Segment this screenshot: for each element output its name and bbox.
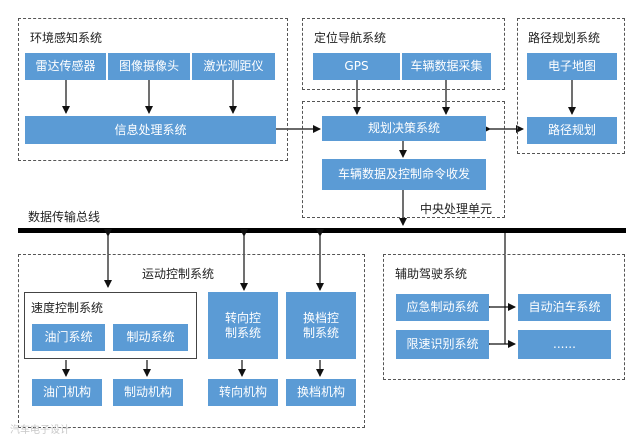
watermark: 汽车电子设计 [10,425,70,436]
motion-control-group-label: 运动控制系统 [142,267,215,281]
emap-box: 电子地图 [527,53,617,80]
assisted-driving-group-label: 辅助驾驶系统 [395,267,468,281]
speed-control-group [24,292,197,359]
motion-control-group [18,254,365,428]
navigation-group [302,18,505,90]
throttle-system-box: 油门系统 [32,324,105,351]
path-planning-group-label: 路径规划系统 [528,31,601,45]
emergency-brake-box: 应急制动系统 [396,294,489,321]
camera-box: 图像摄像头 [108,53,190,80]
navigation-group-label: 定位导航系统 [314,31,387,45]
throttle-actuator-box: 油门机构 [32,379,102,406]
more-systems-box: ...... [518,330,611,359]
cpu-group-label: 中央处理单元 [420,202,493,216]
lidar-box: 激光测距仪 [192,53,275,80]
path-planning-group [517,18,625,154]
assisted-driving-group [383,254,625,380]
brake-actuator-box: 制动机构 [113,379,183,406]
decision-box: 规划决策系统 [322,116,486,141]
auto-parking-box: 自动泊车系统 [518,294,611,321]
steering-control-box: 转向控制系统 [208,292,278,359]
path-planning-box: 路径规划 [527,117,617,144]
data-bus-label: 数据传输总线 [28,210,101,224]
vehicle-data-box: 车辆数据采集 [402,53,491,80]
perception-group [18,18,288,161]
speed-control-group-label: 速度控制系统 [31,301,104,315]
gps-box: GPS [313,53,400,80]
gear-control-box: 换档控制系统 [286,292,356,359]
radar-sensor-box: 雷达传感器 [25,53,106,80]
info-processing-box: 信息处理系统 [25,116,276,144]
cpu-group [302,101,505,218]
perception-group-label: 环境感知系统 [30,31,103,45]
speed-limit-box: 限速识别系统 [396,330,489,359]
gear-actuator-box: 换档机构 [286,379,356,406]
brake-system-box: 制动系统 [113,324,188,351]
steering-actuator-box: 转向机构 [208,379,278,406]
command-transceiver-box: 车辆数据及控制命令收发 [322,159,486,190]
